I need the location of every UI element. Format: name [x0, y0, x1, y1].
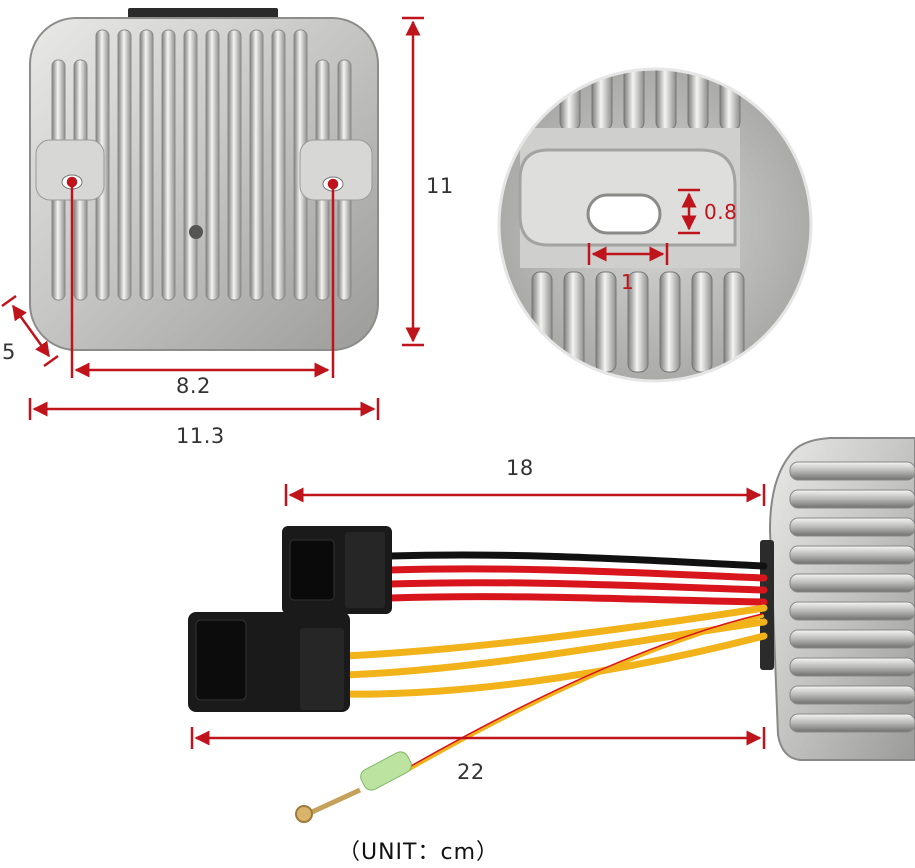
connector-4-pin	[282, 526, 392, 614]
hole-height-label: 0.8	[704, 200, 738, 224]
unit-note: （UNIT：cm）	[338, 840, 500, 865]
lower-lead-length-label: 22	[457, 760, 485, 784]
wire-harness	[340, 551, 768, 774]
upper-lead-length-label: 18	[506, 456, 534, 480]
regulator-side-view	[760, 437, 915, 761]
harness-dimension-lines	[190, 484, 766, 749]
body-width-label: 11.3	[176, 424, 225, 448]
regulator-front-view	[29, 8, 379, 351]
bullet-terminal	[295, 751, 412, 823]
mounting-hole-detail	[497, 67, 813, 383]
hole-width-label: 1	[621, 270, 635, 294]
front-view-dimension-lines	[1, 16, 424, 420]
body-height-label: 11	[426, 174, 454, 198]
hole-dimension-lines	[587, 188, 700, 265]
connector-3-pin	[188, 612, 350, 712]
body-depth-label: 5	[2, 340, 16, 364]
mount-hole-spacing-label: 8.2	[176, 374, 211, 398]
